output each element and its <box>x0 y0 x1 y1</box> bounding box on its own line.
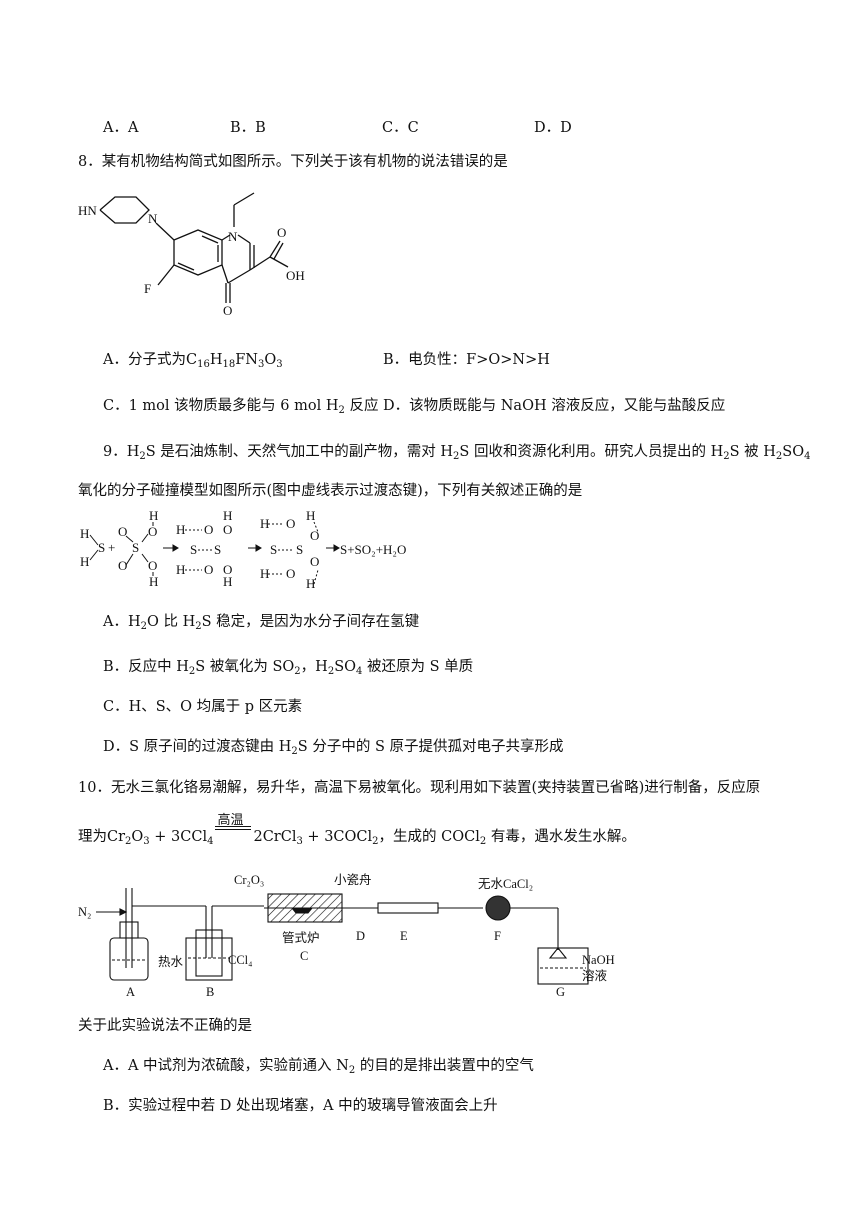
svg-text:B: B <box>206 985 214 999</box>
q10-option-b: B．实验过程中若 D 处出现堵塞，A 中的玻璃导管液面会上升 <box>103 1098 498 1114</box>
svg-text:溶液: 溶液 <box>582 968 608 983</box>
svg-text:H: H <box>176 562 185 577</box>
svg-text:S: S <box>296 542 303 557</box>
f-label: F <box>144 281 151 296</box>
svg-text:H: H <box>306 576 315 591</box>
svg-text:H: H <box>80 526 89 541</box>
svg-text:S: S <box>132 540 139 555</box>
svg-text:O: O <box>286 516 295 531</box>
q9-option-d: D．S 原子间的过渡态键由 H2S 分子中的 S 原子提供孤对电子共享形成 <box>103 739 564 757</box>
svg-text:H: H <box>176 522 185 537</box>
svg-text:O: O <box>118 558 127 573</box>
svg-text:O: O <box>286 566 295 581</box>
hn-label: HN <box>78 203 97 218</box>
n-label: N <box>148 211 158 226</box>
svg-text:O: O <box>310 554 319 569</box>
svg-text:F: F <box>494 929 501 943</box>
q9-option-c: C．H、S、O 均属于 p 区元素 <box>103 699 303 715</box>
q9-stem-line2: 氧化的分子碰撞模型如图所示(图中虚线表示过渡态键)，下列有关叙述正确的是 <box>78 483 583 499</box>
q8-option-c: C．1 mol 该物质最多能与 6 mol H2 反应 <box>103 398 379 416</box>
svg-text:O: O <box>223 522 232 537</box>
svg-text:CCl₄: CCl₄ <box>228 953 253 967</box>
svg-text:A: A <box>126 985 135 999</box>
svg-text:S: S <box>190 542 197 557</box>
q10-option-a: A．A 中试剂为浓硫酸，实验前通入 N2 的目的是排出装置中的空气 <box>103 1058 534 1076</box>
q8-structure-diagram: HN N N F O O OH <box>78 192 305 318</box>
svg-text:D: D <box>356 929 365 943</box>
q10-apparatus-diagram: N₂ Cr₂O₃ 小瓷舟 管式炉 C 热水 CCl₄ 无水CaCl₂ NaOH … <box>78 873 615 999</box>
q9-stem-line1: 9．H2S 是石油炼制、天然气加工中的副产物，需对 H2S 回收和资源化利用。研… <box>103 444 811 462</box>
svg-text:S: S <box>214 542 221 557</box>
q9-collision-scheme: H H S + O O S O O H H H H S O O S O O H … <box>80 508 406 591</box>
q7-option-c: C．C <box>382 120 419 136</box>
q7-option-d: D．D <box>534 120 572 136</box>
q9-option-a: A．H2O 比 H2S 稳定，是因为水分子间存在氢键 <box>103 614 420 632</box>
svg-text:H: H <box>223 508 232 523</box>
svg-text:E: E <box>400 929 408 943</box>
svg-text:O: O <box>148 558 157 573</box>
svg-text:C: C <box>300 949 308 963</box>
o-label: O <box>223 303 232 318</box>
q10-ask: 关于此实验说法不正确的是 <box>78 1018 252 1034</box>
svg-text:H: H <box>306 508 315 523</box>
svg-text:Cr₂O₃: Cr₂O₃ <box>234 873 264 887</box>
svg-text:H: H <box>149 508 158 523</box>
q9-product: S+SO₂+H₂O <box>340 542 406 557</box>
q7-option-b: B．B <box>230 120 266 136</box>
svg-text:N₂: N₂ <box>78 905 91 919</box>
svg-text:H: H <box>80 554 89 569</box>
q8-option-d: D．该物质既能与 NaOH 溶液反应，又能与盐酸反应 <box>383 398 726 414</box>
svg-text:O: O <box>118 524 127 539</box>
o2-label: O <box>277 225 286 240</box>
svg-text:H: H <box>260 516 269 531</box>
svg-text:热水: 热水 <box>158 955 184 969</box>
q8-stem: 8．某有机物结构简式如图所示。下列关于该有机物的说法错误的是 <box>78 154 508 170</box>
svg-text:H: H <box>223 574 232 589</box>
q9-option-b: B．反应中 H2S 被氧化为 SO2，H2SO4 被还原为 S 单质 <box>103 659 474 677</box>
svg-text:H: H <box>149 574 158 589</box>
svg-text:O: O <box>204 562 213 577</box>
q7-option-a: A．A <box>103 120 139 136</box>
q10-stem-line1: 10．无水三氯化铬易潮解，易升华，高温下易被氧化。现利用如下装置(夹持装置已省略… <box>78 780 761 796</box>
svg-text:NaOH: NaOH <box>582 953 615 967</box>
svg-text:G: G <box>556 985 565 999</box>
svg-text:O: O <box>148 524 157 539</box>
n-ring-label: N <box>228 229 238 244</box>
q8-option-a: A．分子式为C16H18FN3O3 <box>103 352 283 370</box>
svg-text:小瓷舟: 小瓷舟 <box>334 873 372 887</box>
svg-text:S: S <box>270 542 277 557</box>
oh-label: OH <box>286 268 305 283</box>
reaction-condition: 高温 <box>217 813 244 828</box>
svg-text:+: + <box>108 540 115 555</box>
svg-text:O: O <box>223 562 232 577</box>
q8-option-b: B．电负性：F>O>N>H <box>383 352 550 368</box>
svg-text:S: S <box>98 540 105 555</box>
svg-text:O: O <box>310 528 319 543</box>
svg-text:管式炉: 管式炉 <box>282 930 320 945</box>
svg-text:无水CaCl₂: 无水CaCl₂ <box>478 877 533 891</box>
svg-text:H: H <box>260 566 269 581</box>
svg-text:O: O <box>204 522 213 537</box>
